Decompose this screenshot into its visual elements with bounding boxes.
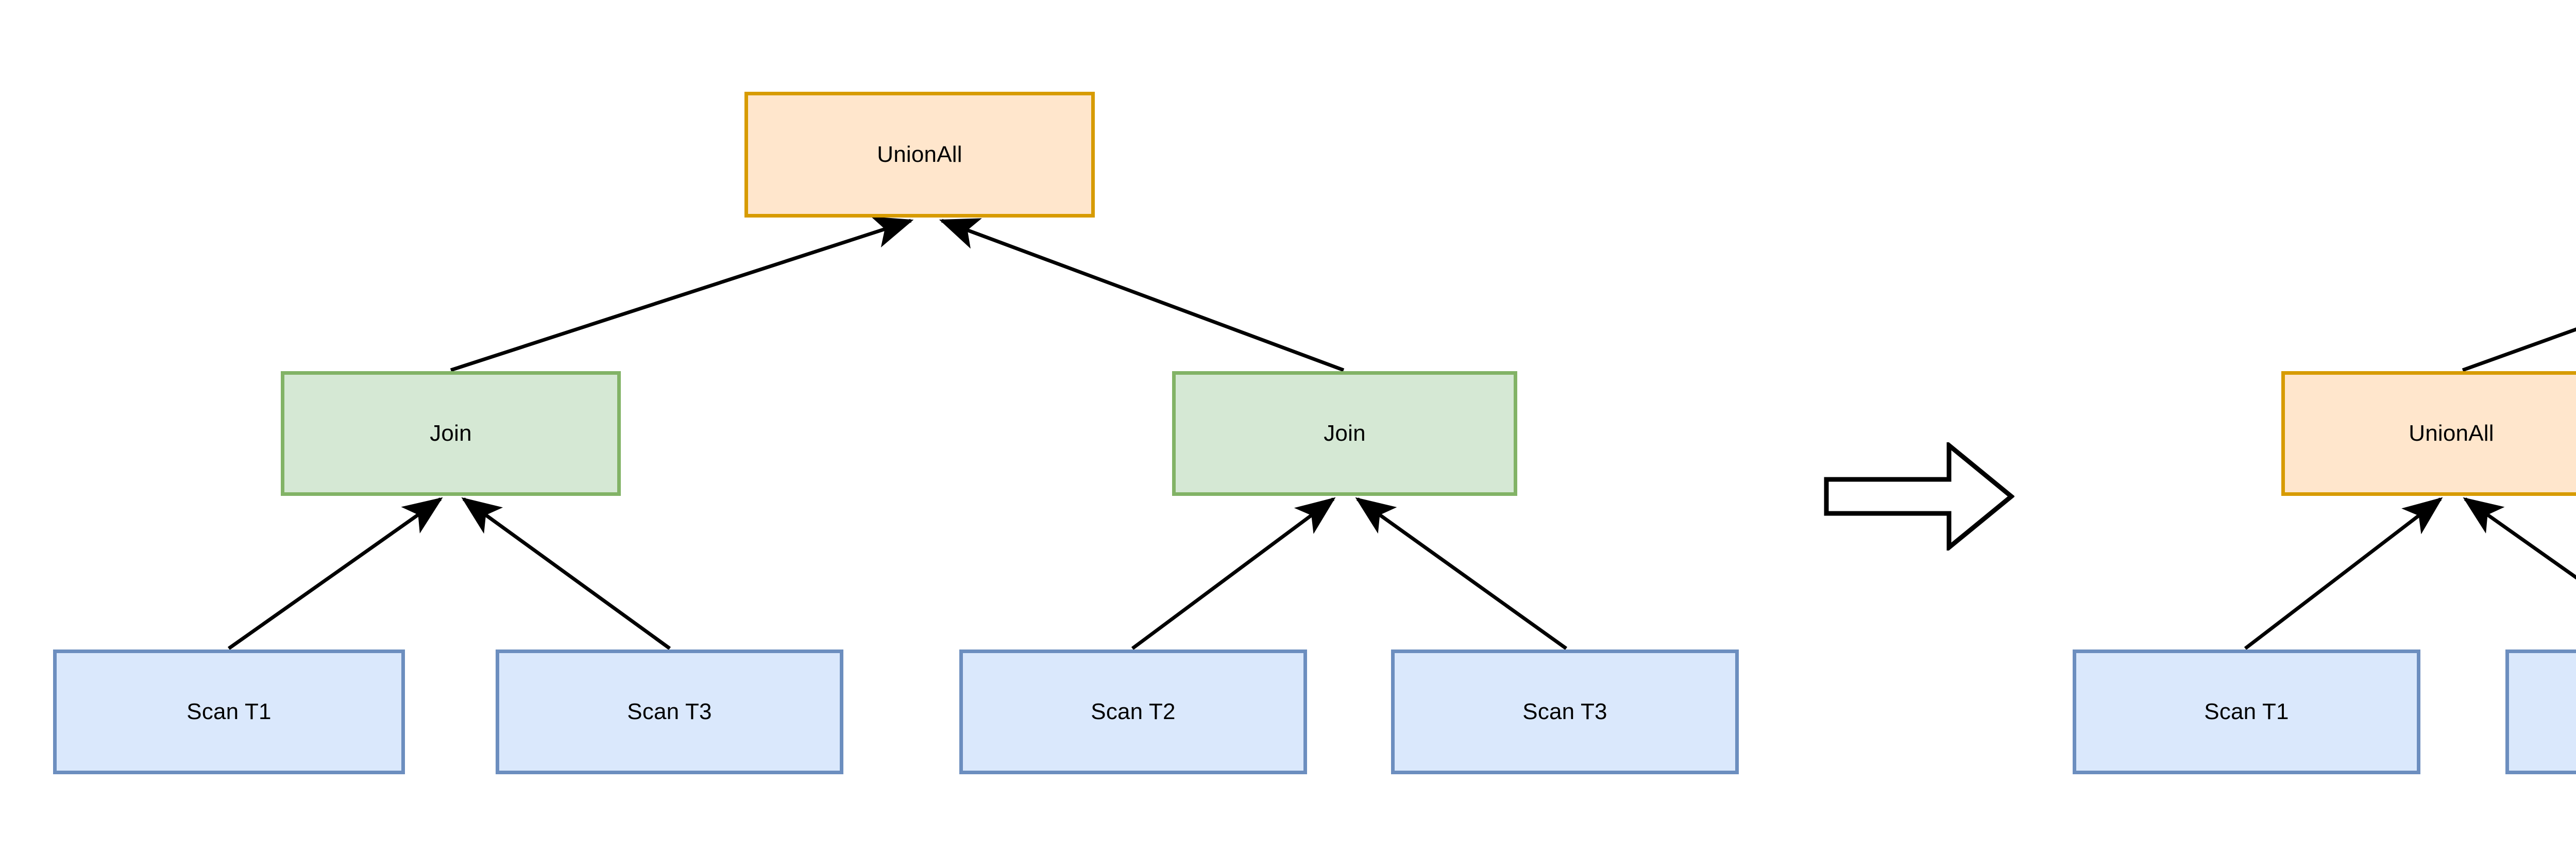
node-label: Scan T3 bbox=[1522, 699, 1607, 724]
node-label: Scan T2 bbox=[1091, 699, 1176, 724]
edge-r-union-to-r-join bbox=[2462, 327, 2576, 372]
node-join-left-1[interactable]: Join bbox=[281, 371, 621, 496]
node-scan-t3-left-a[interactable]: Scan T3 bbox=[496, 649, 843, 774]
node-label: UnionAll bbox=[877, 142, 962, 167]
node-scan-t2-right[interactable]: Scan T2 bbox=[2505, 649, 2576, 774]
edge-r-scan-t1-to-r-union bbox=[2244, 497, 2443, 650]
edge-l-scan-t3b-to-l-join-2 bbox=[1355, 497, 1568, 650]
node-label: Join bbox=[1324, 421, 1366, 446]
edge-l-join-2-to-l-union bbox=[939, 218, 1345, 372]
edge-l-scan-t1-to-l-join-1 bbox=[227, 497, 443, 650]
node-scan-t1-left[interactable]: Scan T1 bbox=[53, 649, 405, 774]
edge-r-scan-t2-to-r-union bbox=[2463, 497, 2576, 580]
node-scan-t3-left-b[interactable]: Scan T3 bbox=[1391, 649, 1739, 774]
rightwards-block-arrow-icon bbox=[1824, 442, 2014, 551]
node-label: Scan T1 bbox=[2204, 699, 2289, 724]
node-scan-t1-right[interactable]: Scan T1 bbox=[2073, 649, 2420, 774]
node-unionall-left[interactable]: UnionAll bbox=[744, 92, 1095, 218]
edge-l-scan-t3a-to-l-join-1 bbox=[461, 497, 671, 650]
node-unionall-right[interactable]: UnionAll bbox=[2281, 371, 2576, 496]
node-label: Join bbox=[430, 421, 472, 446]
edge-l-scan-t2-to-l-join-2 bbox=[1131, 497, 1336, 650]
edge-l-join-1-to-l-union bbox=[450, 216, 914, 372]
node-label: Scan T1 bbox=[187, 699, 272, 724]
node-label: UnionAll bbox=[2409, 421, 2494, 446]
node-scan-t2-left[interactable]: Scan T2 bbox=[959, 649, 1307, 774]
node-label: Scan T3 bbox=[627, 699, 712, 724]
node-join-left-2[interactable]: Join bbox=[1172, 371, 1517, 496]
